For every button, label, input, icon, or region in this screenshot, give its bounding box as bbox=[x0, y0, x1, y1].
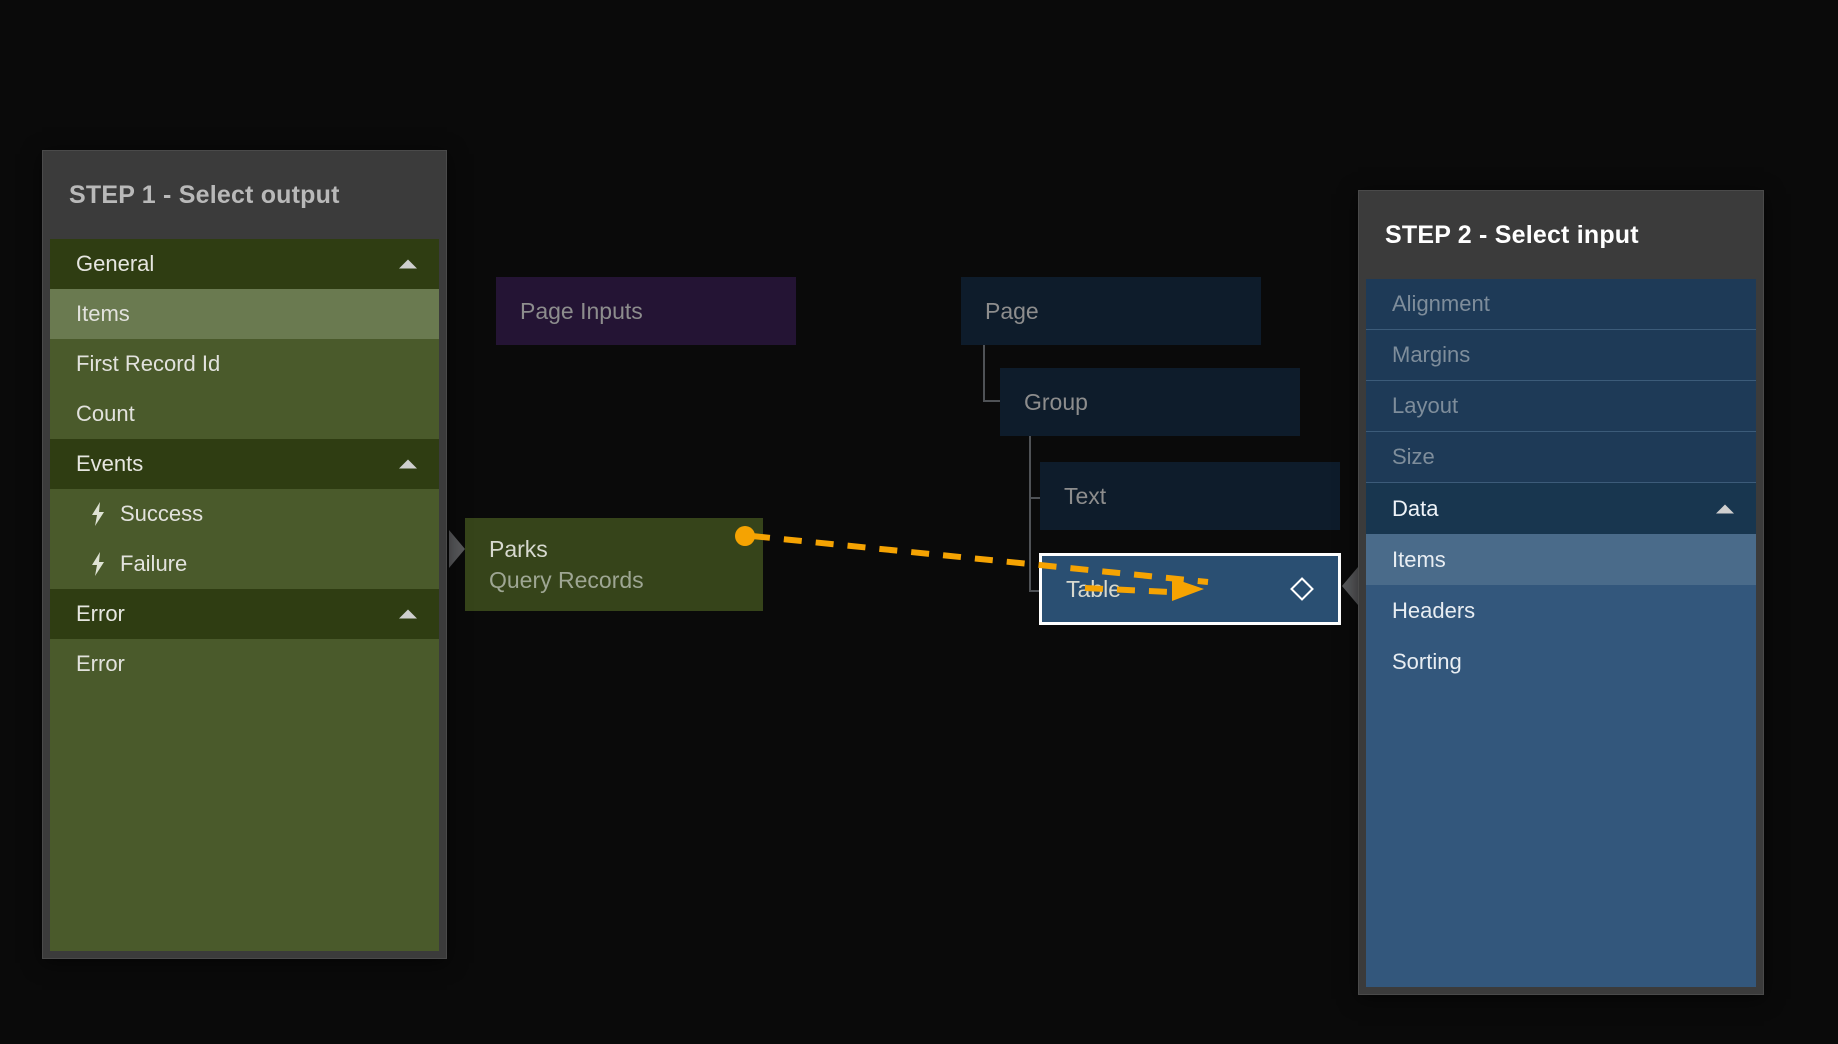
step2-list[interactable]: Alignment Margins Layout Size Data Items bbox=[1366, 279, 1756, 987]
step1-section-general[interactable]: General bbox=[50, 239, 439, 289]
node-group-label: Group bbox=[1024, 389, 1088, 415]
step2-section-alignment[interactable]: Alignment bbox=[1366, 279, 1756, 330]
step2-item-items-label: Items bbox=[1392, 546, 1446, 572]
step2-section-data[interactable]: Data bbox=[1366, 483, 1756, 534]
step2-section-layout[interactable]: Layout bbox=[1366, 381, 1756, 432]
step1-item-error-label: Error bbox=[76, 651, 125, 676]
step2-title: STEP 2 - Select input bbox=[1385, 220, 1639, 249]
collapse-up-icon[interactable] bbox=[399, 459, 417, 469]
step1-section-error-label: Error bbox=[76, 601, 125, 626]
tree-line-group-table bbox=[1029, 590, 1047, 592]
collapse-up-icon[interactable] bbox=[399, 609, 417, 619]
node-text[interactable]: Text bbox=[1040, 462, 1340, 530]
step2-section-margins[interactable]: Margins bbox=[1366, 330, 1756, 381]
step1-item-failure-label: Failure bbox=[120, 551, 188, 576]
step2-list-empty-space bbox=[1366, 687, 1756, 987]
step1-item-failure[interactable]: Failure bbox=[50, 539, 439, 589]
step2-item-sorting-label: Sorting bbox=[1392, 648, 1462, 674]
step2-section-alignment-label: Alignment bbox=[1392, 291, 1490, 316]
tree-line-page-group-h bbox=[983, 400, 1001, 402]
lightning-bolt-icon bbox=[90, 552, 108, 576]
node-page-inputs-label: Page Inputs bbox=[520, 298, 643, 324]
step1-list-empty-space bbox=[50, 689, 439, 951]
node-page-inputs[interactable]: Page Inputs bbox=[496, 277, 796, 345]
node-group[interactable]: Group bbox=[1000, 368, 1300, 436]
node-page-label: Page bbox=[985, 298, 1039, 324]
step1-list[interactable]: General Items First Record Id Count Even… bbox=[50, 239, 439, 951]
tree-line-group-text bbox=[1029, 497, 1047, 499]
node-text-label: Text bbox=[1064, 483, 1107, 509]
step1-panel: STEP 1 - Select output General Items Fir… bbox=[42, 150, 447, 959]
step1-item-count-label: Count bbox=[76, 401, 135, 426]
lightning-bolt-icon bbox=[90, 502, 108, 526]
step1-section-events-label: Events bbox=[76, 451, 144, 476]
node-parks-query-records[interactable]: Parks Query Records bbox=[465, 518, 763, 611]
step1-section-error[interactable]: Error bbox=[50, 589, 439, 639]
collapse-up-icon[interactable] bbox=[1716, 504, 1734, 513]
node-page[interactable]: Page bbox=[961, 277, 1261, 345]
step2-item-headers[interactable]: Headers bbox=[1366, 585, 1756, 636]
step1-title: STEP 1 - Select output bbox=[69, 180, 340, 209]
step2-section-layout-label: Layout bbox=[1392, 393, 1459, 418]
step2-panel: STEP 2 - Select input Alignment Margins … bbox=[1358, 190, 1764, 995]
tree-line-group-children bbox=[1029, 432, 1031, 592]
step1-item-items-label: Items bbox=[76, 301, 130, 326]
step1-section-general-label: General bbox=[76, 251, 155, 276]
output-port-dot[interactable] bbox=[735, 526, 755, 546]
step2-item-items[interactable]: Items bbox=[1366, 534, 1756, 585]
tree-line-page-group bbox=[983, 340, 985, 400]
step1-item-success[interactable]: Success bbox=[50, 489, 439, 539]
step2-section-size-label: Size bbox=[1392, 444, 1435, 469]
node-parks-subtitle: Query Records bbox=[489, 566, 644, 593]
step2-section-margins-label: Margins bbox=[1392, 342, 1471, 367]
step1-item-error[interactable]: Error bbox=[50, 639, 439, 689]
step1-item-success-label: Success bbox=[120, 501, 204, 526]
collapse-up-icon[interactable] bbox=[399, 259, 417, 269]
node-table[interactable]: Table bbox=[1039, 553, 1341, 625]
step2-edge-pointer-icon bbox=[1342, 567, 1358, 605]
step1-item-items[interactable]: Items bbox=[50, 289, 439, 339]
diamond-icon bbox=[1290, 577, 1314, 601]
step1-section-events[interactable]: Events bbox=[50, 439, 439, 489]
step2-section-size[interactable]: Size bbox=[1366, 432, 1756, 483]
node-parks-title: Parks bbox=[489, 535, 548, 562]
step2-section-data-label: Data bbox=[1392, 495, 1439, 521]
step2-item-headers-label: Headers bbox=[1392, 597, 1476, 623]
step1-item-count[interactable]: Count bbox=[50, 389, 439, 439]
step2-item-sorting[interactable]: Sorting bbox=[1366, 636, 1756, 687]
step1-edge-pointer-icon bbox=[449, 530, 465, 568]
step1-item-first-record-id-label: First Record Id bbox=[76, 351, 221, 376]
step1-item-first-record-id[interactable]: First Record Id bbox=[50, 339, 439, 389]
